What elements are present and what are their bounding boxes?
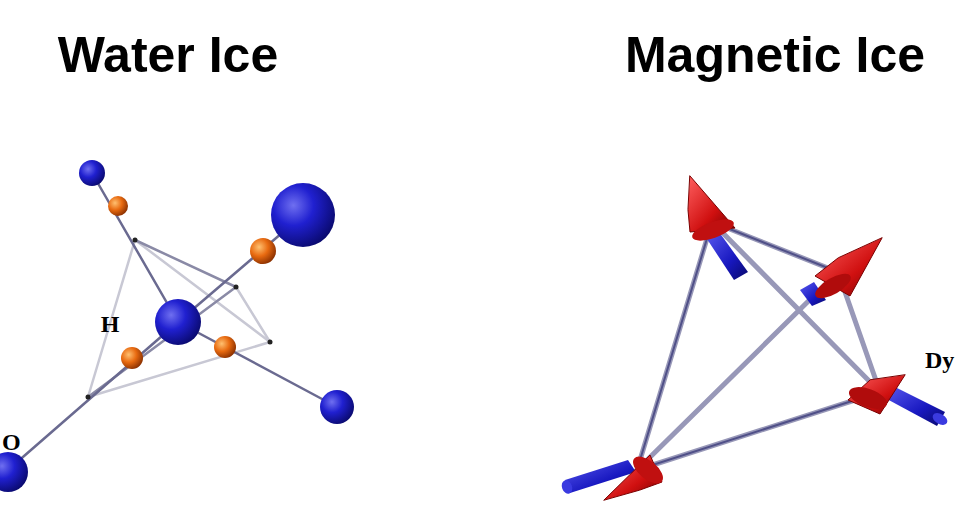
atom-label: H [101, 312, 120, 336]
panel-heading: Water Ice [58, 30, 278, 80]
panel-heading: Magnetic Ice [625, 30, 925, 80]
water-tetrahedron [8, 173, 337, 470]
water-atoms [0, 160, 354, 492]
atom-label: Dy [925, 348, 954, 372]
spin-tetrahedron [560, 176, 950, 500]
atom-label: O [2, 430, 21, 454]
